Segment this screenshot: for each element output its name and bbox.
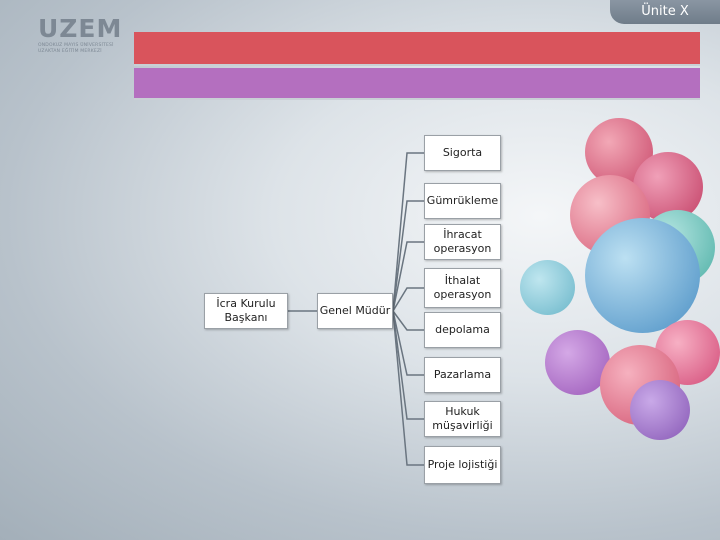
connector-line bbox=[392, 310, 424, 376]
uzem-logo: UZEM ONDOKUZ MAYIS ÜNİVERSİTESİ UZAKTAN … bbox=[38, 14, 138, 55]
connector-line bbox=[392, 152, 424, 312]
node-manager: Genel Müdür bbox=[317, 293, 393, 329]
subtitle-bar bbox=[134, 68, 700, 100]
logo-subtitle-1: ONDOKUZ MAYIS ÜNİVERSİTESİ bbox=[38, 43, 114, 48]
connector-line bbox=[392, 241, 424, 312]
unit-tab: Ünite X bbox=[610, 0, 720, 24]
ball-decoration bbox=[585, 218, 700, 333]
logo-subtitle-2: UZAKTAN EĞİTİM MERKEZİ bbox=[38, 49, 102, 54]
connector-line bbox=[392, 310, 424, 331]
node-department: Proje lojistiği bbox=[424, 446, 501, 484]
node-department: Sigorta bbox=[424, 135, 501, 171]
connector-line bbox=[392, 310, 424, 466]
node-root: İcra Kurulu Başkanı bbox=[204, 293, 288, 329]
node-department: Gümrükleme bbox=[424, 183, 501, 219]
node-department: depolama bbox=[424, 312, 501, 348]
node-department: İthalat operasyon bbox=[424, 268, 501, 308]
connector-line bbox=[392, 310, 424, 420]
connector-line bbox=[392, 287, 424, 312]
node-department: Hukuk müşavirliği bbox=[424, 401, 501, 437]
ball-decoration bbox=[520, 260, 575, 315]
ball-decoration bbox=[630, 380, 690, 440]
title-bar bbox=[134, 32, 700, 66]
connector-manager-departments bbox=[392, 152, 424, 466]
logo-word: UZEM bbox=[38, 14, 123, 43]
node-department: Pazarlama bbox=[424, 357, 501, 393]
ball-decoration bbox=[545, 330, 610, 395]
unit-label: Ünite X bbox=[641, 4, 689, 19]
connector-line bbox=[392, 200, 424, 312]
node-department: İhracat operasyon bbox=[424, 224, 501, 260]
